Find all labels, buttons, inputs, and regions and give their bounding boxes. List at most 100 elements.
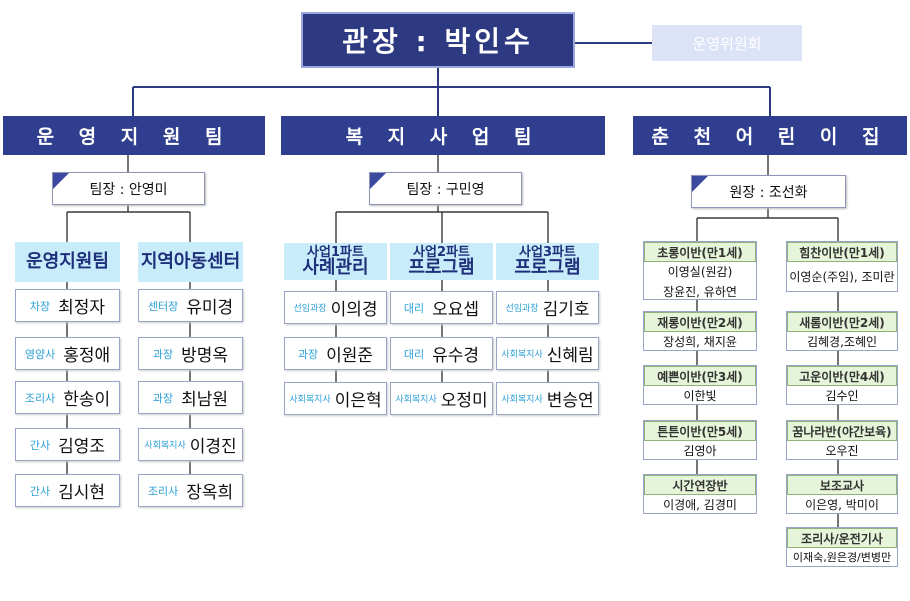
class-staff: 김혜경,조혜인 (806, 335, 878, 349)
staff-name: 김영조 (58, 437, 106, 457)
class-card: 고운이반(만4세) 김수인 (786, 365, 898, 405)
class-staff: 장성희, 채지윤 (663, 335, 737, 349)
class-staff: 이영순(주임), 조미란 (789, 270, 895, 284)
staff-card: 사회복지사 오정미 (390, 382, 493, 415)
staff-name: 오요셉 (432, 300, 480, 320)
staff-card: 간사 김시현 (15, 474, 120, 507)
class-staff: 오우진 (825, 444, 859, 458)
team-header-label: 프로그램 (514, 257, 581, 278)
staff-role: 간사 (29, 438, 51, 452)
class-card: 꿈나라반(야간보육) 오우진 (786, 420, 898, 460)
staff-role: 사회복지사 (289, 395, 331, 405)
director-box: 관장 : 박인수 (301, 12, 575, 68)
staff-card: 조리사 장옥희 (138, 474, 243, 507)
team-header: 사업3파트 프로그램 (496, 243, 599, 280)
class-card: 힘찬이반(만1세) 이영순(주임), 조미란 (786, 241, 898, 292)
staff-name: 김기호 (542, 300, 590, 320)
staff-role: 선임과장 (505, 304, 539, 314)
class-header: 새롬이반(만2세) (787, 312, 897, 332)
department-daycare: 춘 천 어 린 이 집 (633, 116, 907, 155)
corner-triangle-icon (692, 176, 708, 192)
leader-label: 팀장 : 안영미 (89, 181, 168, 198)
class-card: 새롬이반(만2세) 김혜경,조혜인 (786, 311, 898, 351)
team-header-label: 지역아동센터 (140, 251, 241, 272)
staff-role: 대리 (403, 301, 425, 315)
team-header: 운영지원팀 (15, 242, 120, 282)
class-header: 예쁜이반(만3세) (644, 366, 756, 386)
staff-role: 과장 (297, 347, 319, 361)
staff-card: 사회복지사 이경진 (138, 428, 243, 461)
leader-label: 팀장 : 구민영 (406, 181, 485, 198)
staff-role: 차장 (29, 299, 51, 313)
staff-card: 과장 이원준 (284, 337, 387, 370)
staff-card: 영양사 홍정애 (15, 337, 120, 370)
class-card: 조리사/운전기사 이재숙,원은경/변병만 (786, 527, 898, 567)
class-staff: 김영아 (683, 444, 717, 458)
staff-name: 변승연 (546, 391, 594, 411)
class-header: 재롱이반(만2세) (644, 312, 756, 332)
corner-triangle-icon (53, 173, 69, 189)
staff-name: 방명옥 (181, 346, 229, 366)
class-header: 보조교사 (787, 475, 897, 495)
staff-role: 사회복지사 (501, 395, 543, 405)
staff-name: 이경진 (189, 437, 237, 457)
staff-role: 영양사 (24, 347, 56, 361)
class-staff: 이한빛 (683, 389, 717, 403)
class-card: 예쁜이반(만3세) 이한빛 (643, 365, 757, 405)
class-header: 조리사/운전기사 (787, 528, 897, 548)
staff-name: 이은혁 (334, 391, 382, 411)
leader-box: 팀장 : 안영미 (52, 172, 205, 205)
class-header: 시간연장반 (644, 475, 756, 495)
class-staff: 이영실(원감) (667, 265, 733, 279)
staff-role: 사회복지사 (501, 350, 543, 360)
staff-name: 장옥희 (186, 483, 234, 503)
director-label: 관장 : 박인수 (342, 25, 534, 58)
department-name: 춘 천 어 린 이 집 (651, 126, 889, 148)
team-header-label: 운영지원팀 (26, 251, 109, 272)
class-header: 힘찬이반(만1세) (787, 242, 897, 262)
team-header: 사업2파트 프로그램 (390, 243, 493, 280)
team-header-part: 사업3파트 (519, 245, 576, 260)
department-name: 복 지 사 업 팀 (345, 126, 541, 148)
class-card: 보조교사 이은영, 박미이 (786, 474, 898, 514)
staff-name: 오정미 (440, 391, 488, 411)
staff-card: 차장 최정자 (15, 289, 120, 322)
staff-role: 사회복지사 (395, 395, 437, 405)
staff-card: 사회복지사 이은혁 (284, 382, 387, 415)
class-card: 초롱이반(만1세) 이영실(원감) 장윤진, 유하연 (643, 241, 757, 300)
committee-box: 운영위원회 (652, 25, 802, 61)
staff-name: 한송이 (63, 390, 111, 410)
staff-name: 최남원 (181, 390, 229, 410)
staff-name: 이의경 (330, 300, 378, 320)
staff-role: 사회복지사 (144, 441, 186, 451)
staff-role: 조리사 (147, 484, 179, 498)
staff-name: 최정자 (58, 298, 106, 318)
staff-card: 대리 오요셉 (390, 291, 493, 324)
corner-triangle-icon (370, 173, 386, 189)
staff-card: 과장 최남원 (138, 381, 243, 414)
class-staff: 이재숙,원은경/변병만 (792, 551, 892, 564)
staff-role: 과장 (152, 391, 174, 405)
leader-box: 팀장 : 구민영 (369, 172, 522, 205)
class-card: 시간연장반 이경애, 김경미 (643, 474, 757, 514)
staff-role: 과장 (152, 347, 174, 361)
staff-role: 조리사 (24, 391, 56, 405)
class-staff: 장윤진, 유하연 (663, 285, 737, 299)
staff-card: 센터장 유미경 (138, 289, 243, 322)
team-header: 사업1파트 사례관리 (284, 243, 387, 280)
staff-name: 김시현 (58, 483, 106, 503)
staff-name: 홍정애 (63, 346, 111, 366)
staff-card: 선임과장 김기호 (496, 291, 599, 324)
class-card: 튼튼이반(만5세) 김영아 (643, 420, 757, 460)
class-card: 재롱이반(만2세) 장성희, 채지윤 (643, 311, 757, 351)
team-header: 지역아동센터 (138, 242, 243, 282)
committee-label: 운영위원회 (692, 34, 762, 53)
staff-name: 유수경 (432, 346, 480, 366)
team-header-label: 사례관리 (302, 257, 369, 278)
staff-role: 간사 (29, 484, 51, 498)
staff-card: 간사 김영조 (15, 428, 120, 461)
staff-card: 사회복지사 변승연 (496, 382, 599, 415)
department-operations-support: 운 영 지 원 팀 (3, 116, 265, 155)
class-header: 꿈나라반(야간보육) (787, 421, 897, 441)
leader-box: 원장 : 조선화 (691, 175, 846, 208)
